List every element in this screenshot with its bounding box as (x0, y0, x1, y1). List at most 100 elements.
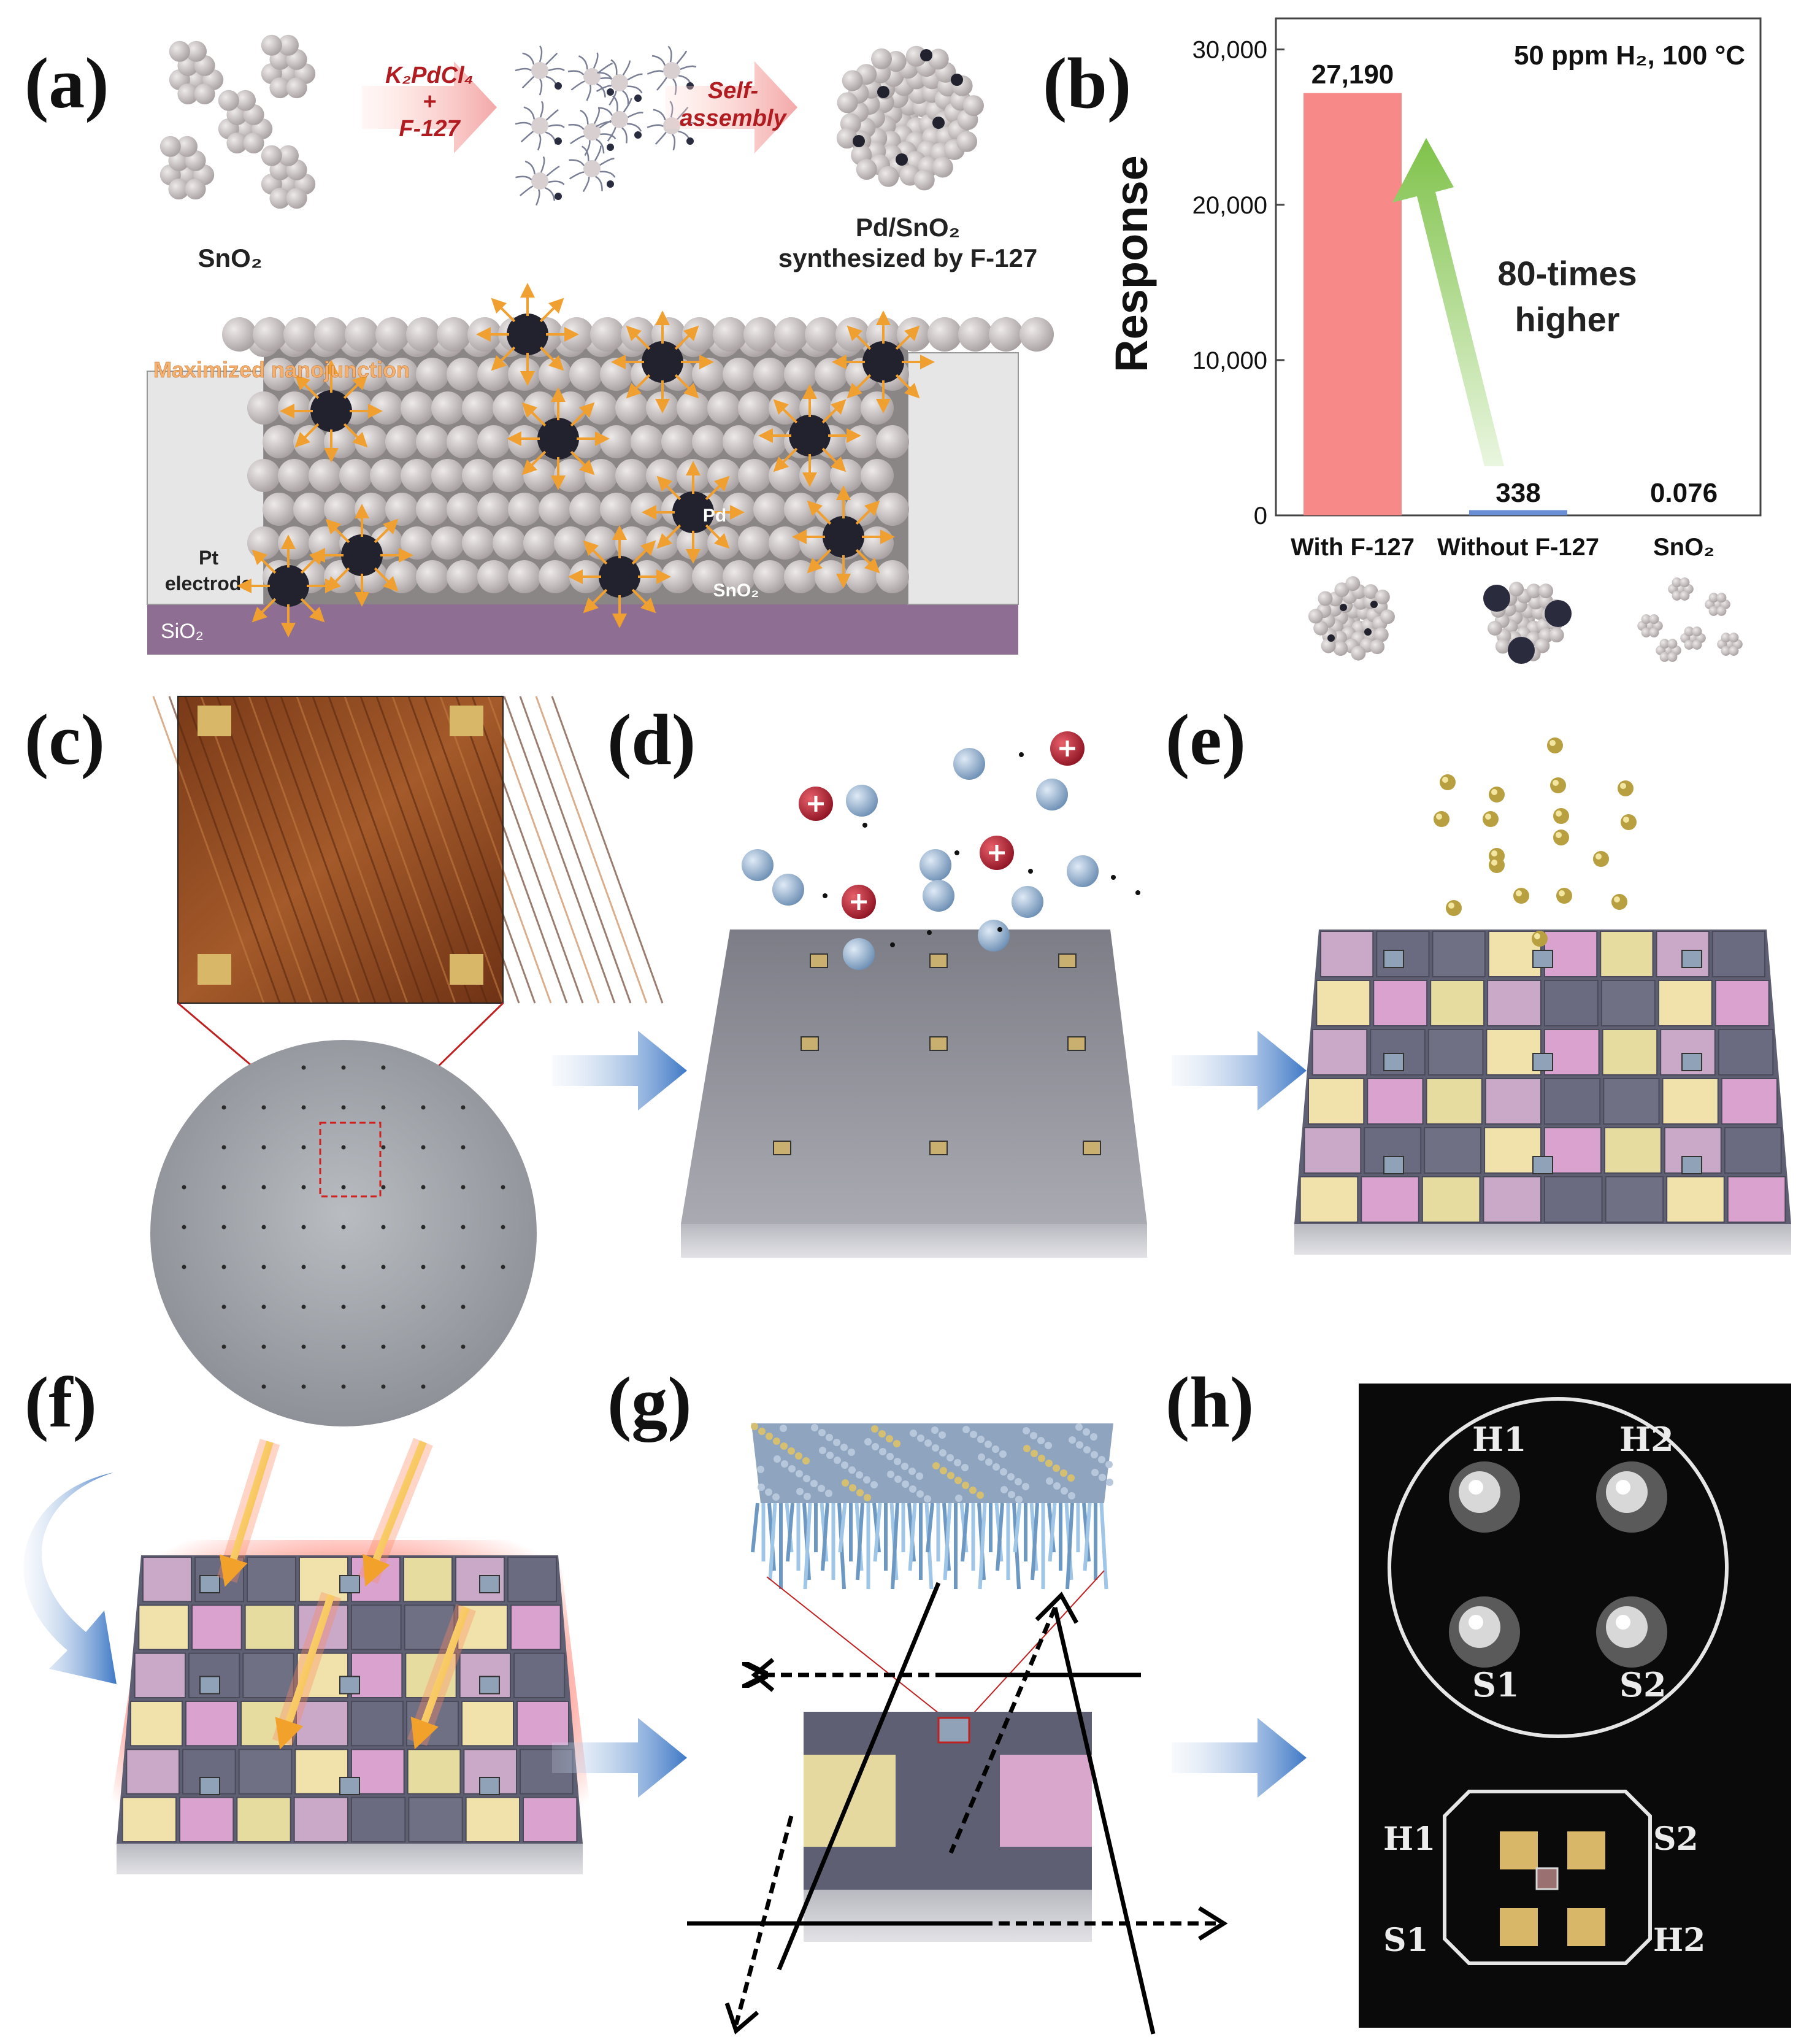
sno2-grain (523, 526, 556, 560)
ion-sphere (923, 880, 954, 912)
sno2-grain (416, 560, 449, 593)
sensor-site (1681, 1156, 1702, 1174)
die-mark (421, 1264, 426, 1269)
micrograph-texture (152, 696, 664, 1004)
label-product-line2: synthesized by F-127 (778, 244, 1037, 272)
pd-nanoparticle (642, 341, 683, 383)
block-texture-dot (1023, 1427, 1030, 1434)
chip-cell (404, 1604, 455, 1650)
metal-particle (1547, 737, 1563, 753)
nanopillar (856, 1503, 864, 1580)
nanopillar (1083, 1503, 1092, 1571)
surface-grain (713, 317, 747, 352)
chip-cell (1718, 1029, 1774, 1076)
sno2-grain (753, 493, 786, 526)
sensor-site (1532, 1053, 1553, 1071)
texture-streak (391, 696, 504, 1004)
nanojunction-arrow (807, 500, 832, 525)
sno2-grain (401, 391, 434, 425)
sno2-sphere (1345, 576, 1361, 591)
block-texture-dot (765, 1488, 772, 1496)
panel-letter-g: (g) (607, 1362, 692, 1442)
sno2-grain (416, 425, 449, 458)
block-texture-dot (863, 1476, 870, 1484)
scan-arrowhead-left (751, 1658, 775, 1692)
surface-grain (253, 317, 287, 352)
block-texture-dot (834, 1457, 841, 1464)
nanopillar (926, 1503, 934, 1553)
block-texture-dot (939, 1449, 946, 1457)
pad-label: S2 (1653, 1820, 1699, 1858)
surface-grain (897, 317, 931, 352)
polymer-chain (521, 76, 534, 89)
sno2-grain (769, 526, 802, 560)
die-mark (461, 1105, 466, 1110)
light-beam (363, 1440, 427, 1587)
surface-grain (375, 317, 410, 352)
plasma-particles (742, 731, 1140, 970)
block-texture-dot (848, 1449, 855, 1456)
micelle-core (611, 111, 628, 128)
sno2-sphere (836, 128, 858, 149)
polymer-chain (599, 63, 613, 73)
chip-cell (294, 1749, 349, 1795)
nanostructure-block (751, 1423, 1113, 1942)
sno2-grain (247, 459, 280, 492)
texture-streak (200, 696, 313, 1004)
polymer-chain (540, 156, 545, 173)
block-texture-dot (804, 1493, 811, 1500)
nanojunction-arrow (539, 298, 564, 323)
nanopillar (1099, 1503, 1108, 1590)
step2-line2: assembly (680, 106, 787, 131)
nanopillar (891, 1503, 899, 1590)
nanojunction-arrow (626, 325, 651, 350)
illustration-with-f127 (1308, 576, 1395, 661)
block-texture-dot (1076, 1441, 1083, 1449)
sno2-sphere (856, 159, 877, 180)
sno2-grain (462, 526, 495, 560)
sno2-grain (631, 425, 664, 458)
electron-dot (927, 930, 932, 935)
die-mark (421, 1225, 426, 1230)
sno2-sphere (1380, 609, 1395, 625)
chip-cell (191, 1604, 242, 1650)
metal-particle (1434, 811, 1449, 827)
block-texture-dot (916, 1490, 924, 1498)
sno2-grain (416, 493, 449, 526)
metal-highlight (1556, 810, 1562, 817)
ion-sphere (846, 785, 878, 817)
block-texture-dot (864, 1494, 871, 1501)
nanojunction-arrow (631, 540, 656, 565)
polymer-chain (647, 124, 664, 128)
sno2-grain (339, 459, 372, 492)
sno2-grain (477, 493, 510, 526)
footprint-pad (1500, 1831, 1538, 1869)
block-texture-dot (969, 1487, 977, 1494)
block-texture-dot (993, 1463, 1000, 1471)
metal-particle (1483, 811, 1499, 827)
chip-cell (179, 1796, 234, 1843)
pd-precursor (607, 180, 614, 188)
sno2-sphere (269, 188, 291, 209)
texture-streak (280, 696, 393, 1004)
increase-arrow (1392, 138, 1504, 466)
block-texture-dot (887, 1471, 894, 1478)
block-texture-dot (825, 1490, 832, 1497)
block-texture-dot (788, 1447, 795, 1455)
polymer-chain (595, 175, 603, 191)
block-texture-dot (1069, 1436, 1076, 1444)
block-texture-dot (924, 1439, 932, 1447)
texture-streak (487, 696, 600, 1004)
die-mark (261, 1304, 266, 1309)
polymer-chain (515, 121, 532, 126)
block-texture-dot (932, 1444, 939, 1452)
die-mark (461, 1264, 466, 1269)
chip-f-side (117, 1844, 583, 1874)
chip-cell (244, 1604, 296, 1650)
sno2-grain (493, 391, 526, 425)
chip-cell (121, 1796, 177, 1843)
pad-label: H1 (1383, 1820, 1435, 1858)
reaction-arrow-1 (362, 61, 497, 153)
pin-label: H2 (1619, 1420, 1674, 1459)
